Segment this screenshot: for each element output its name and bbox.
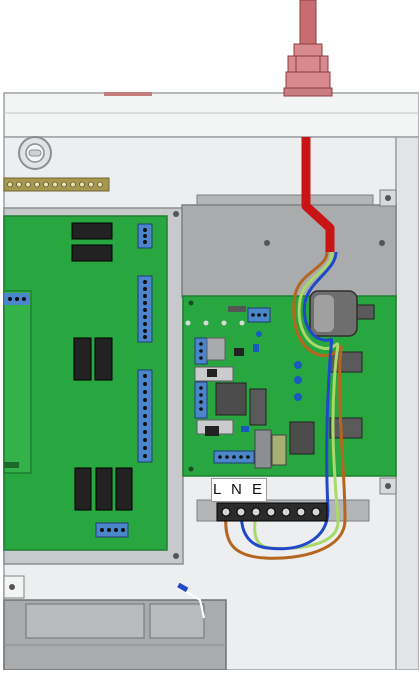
display-module xyxy=(3,290,32,474)
terminal-strip-screws xyxy=(7,181,103,188)
wire-brown-live xyxy=(224,251,347,560)
relay xyxy=(73,337,92,381)
battery-right xyxy=(149,603,205,639)
psu-plate xyxy=(181,204,397,298)
cable-gland-icon xyxy=(283,0,333,97)
battery-lead xyxy=(179,587,205,619)
ferrite-core-icon xyxy=(309,290,358,337)
psu-plate-screw xyxy=(264,240,270,246)
relay xyxy=(71,244,113,262)
enclosure-right-wall xyxy=(395,136,419,671)
main-board-connectors xyxy=(95,223,153,538)
relay xyxy=(95,467,113,511)
psu-components xyxy=(185,304,375,469)
relay xyxy=(115,467,133,511)
battery-left xyxy=(25,603,145,639)
psu-plate-top-rail xyxy=(196,194,374,206)
terminal-label-lne: L N E xyxy=(211,478,267,502)
relay xyxy=(74,467,92,511)
psu-plate-screw xyxy=(379,240,385,246)
relay xyxy=(71,222,113,240)
display-foot xyxy=(4,462,19,468)
mains-cable xyxy=(301,137,335,252)
knockout-slot xyxy=(28,149,42,157)
terminal-block xyxy=(216,502,328,522)
enclosure-lid xyxy=(3,92,419,138)
wire-blue-neutral xyxy=(240,251,338,551)
plate-screw xyxy=(173,553,179,559)
lid-hinge xyxy=(104,92,152,96)
plate-screw xyxy=(173,211,179,217)
relay xyxy=(94,337,113,381)
battery-lead-tip xyxy=(177,582,189,593)
